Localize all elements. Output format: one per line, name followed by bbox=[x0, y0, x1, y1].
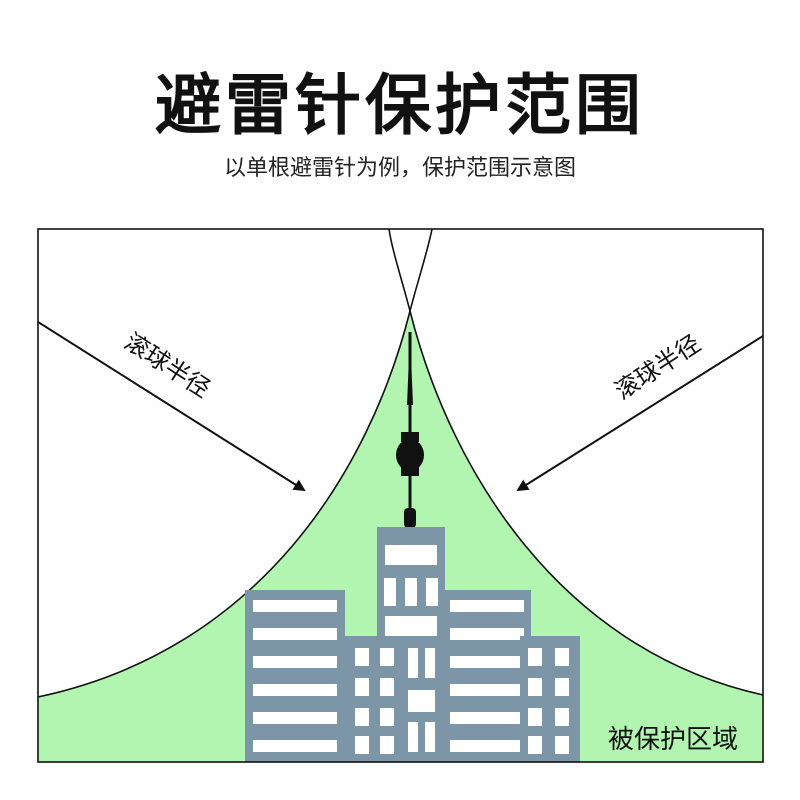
right-radius-arrow bbox=[516, 335, 763, 492]
protected-area-label: 被保护区域 bbox=[608, 725, 738, 755]
radius-label-right: 滚球半径 bbox=[610, 329, 706, 405]
page-subtitle: 以单根避雷针为例，保护范围示意图 bbox=[223, 156, 576, 181]
left-building bbox=[245, 590, 345, 762]
right-mid-building bbox=[443, 590, 531, 762]
left-sphere-arc bbox=[38, 229, 433, 698]
right-small-building bbox=[520, 636, 580, 762]
radius-label-left: 滚球半径 bbox=[119, 327, 215, 403]
right-sphere-arc bbox=[388, 229, 763, 696]
left-radius-arrow bbox=[38, 321, 306, 492]
lightning-rod bbox=[396, 332, 424, 528]
diagram-frame bbox=[37, 228, 764, 763]
page-title: 避雷针保护范围 bbox=[155, 67, 645, 144]
lower-middle-building bbox=[345, 636, 445, 762]
buildings bbox=[245, 527, 580, 762]
